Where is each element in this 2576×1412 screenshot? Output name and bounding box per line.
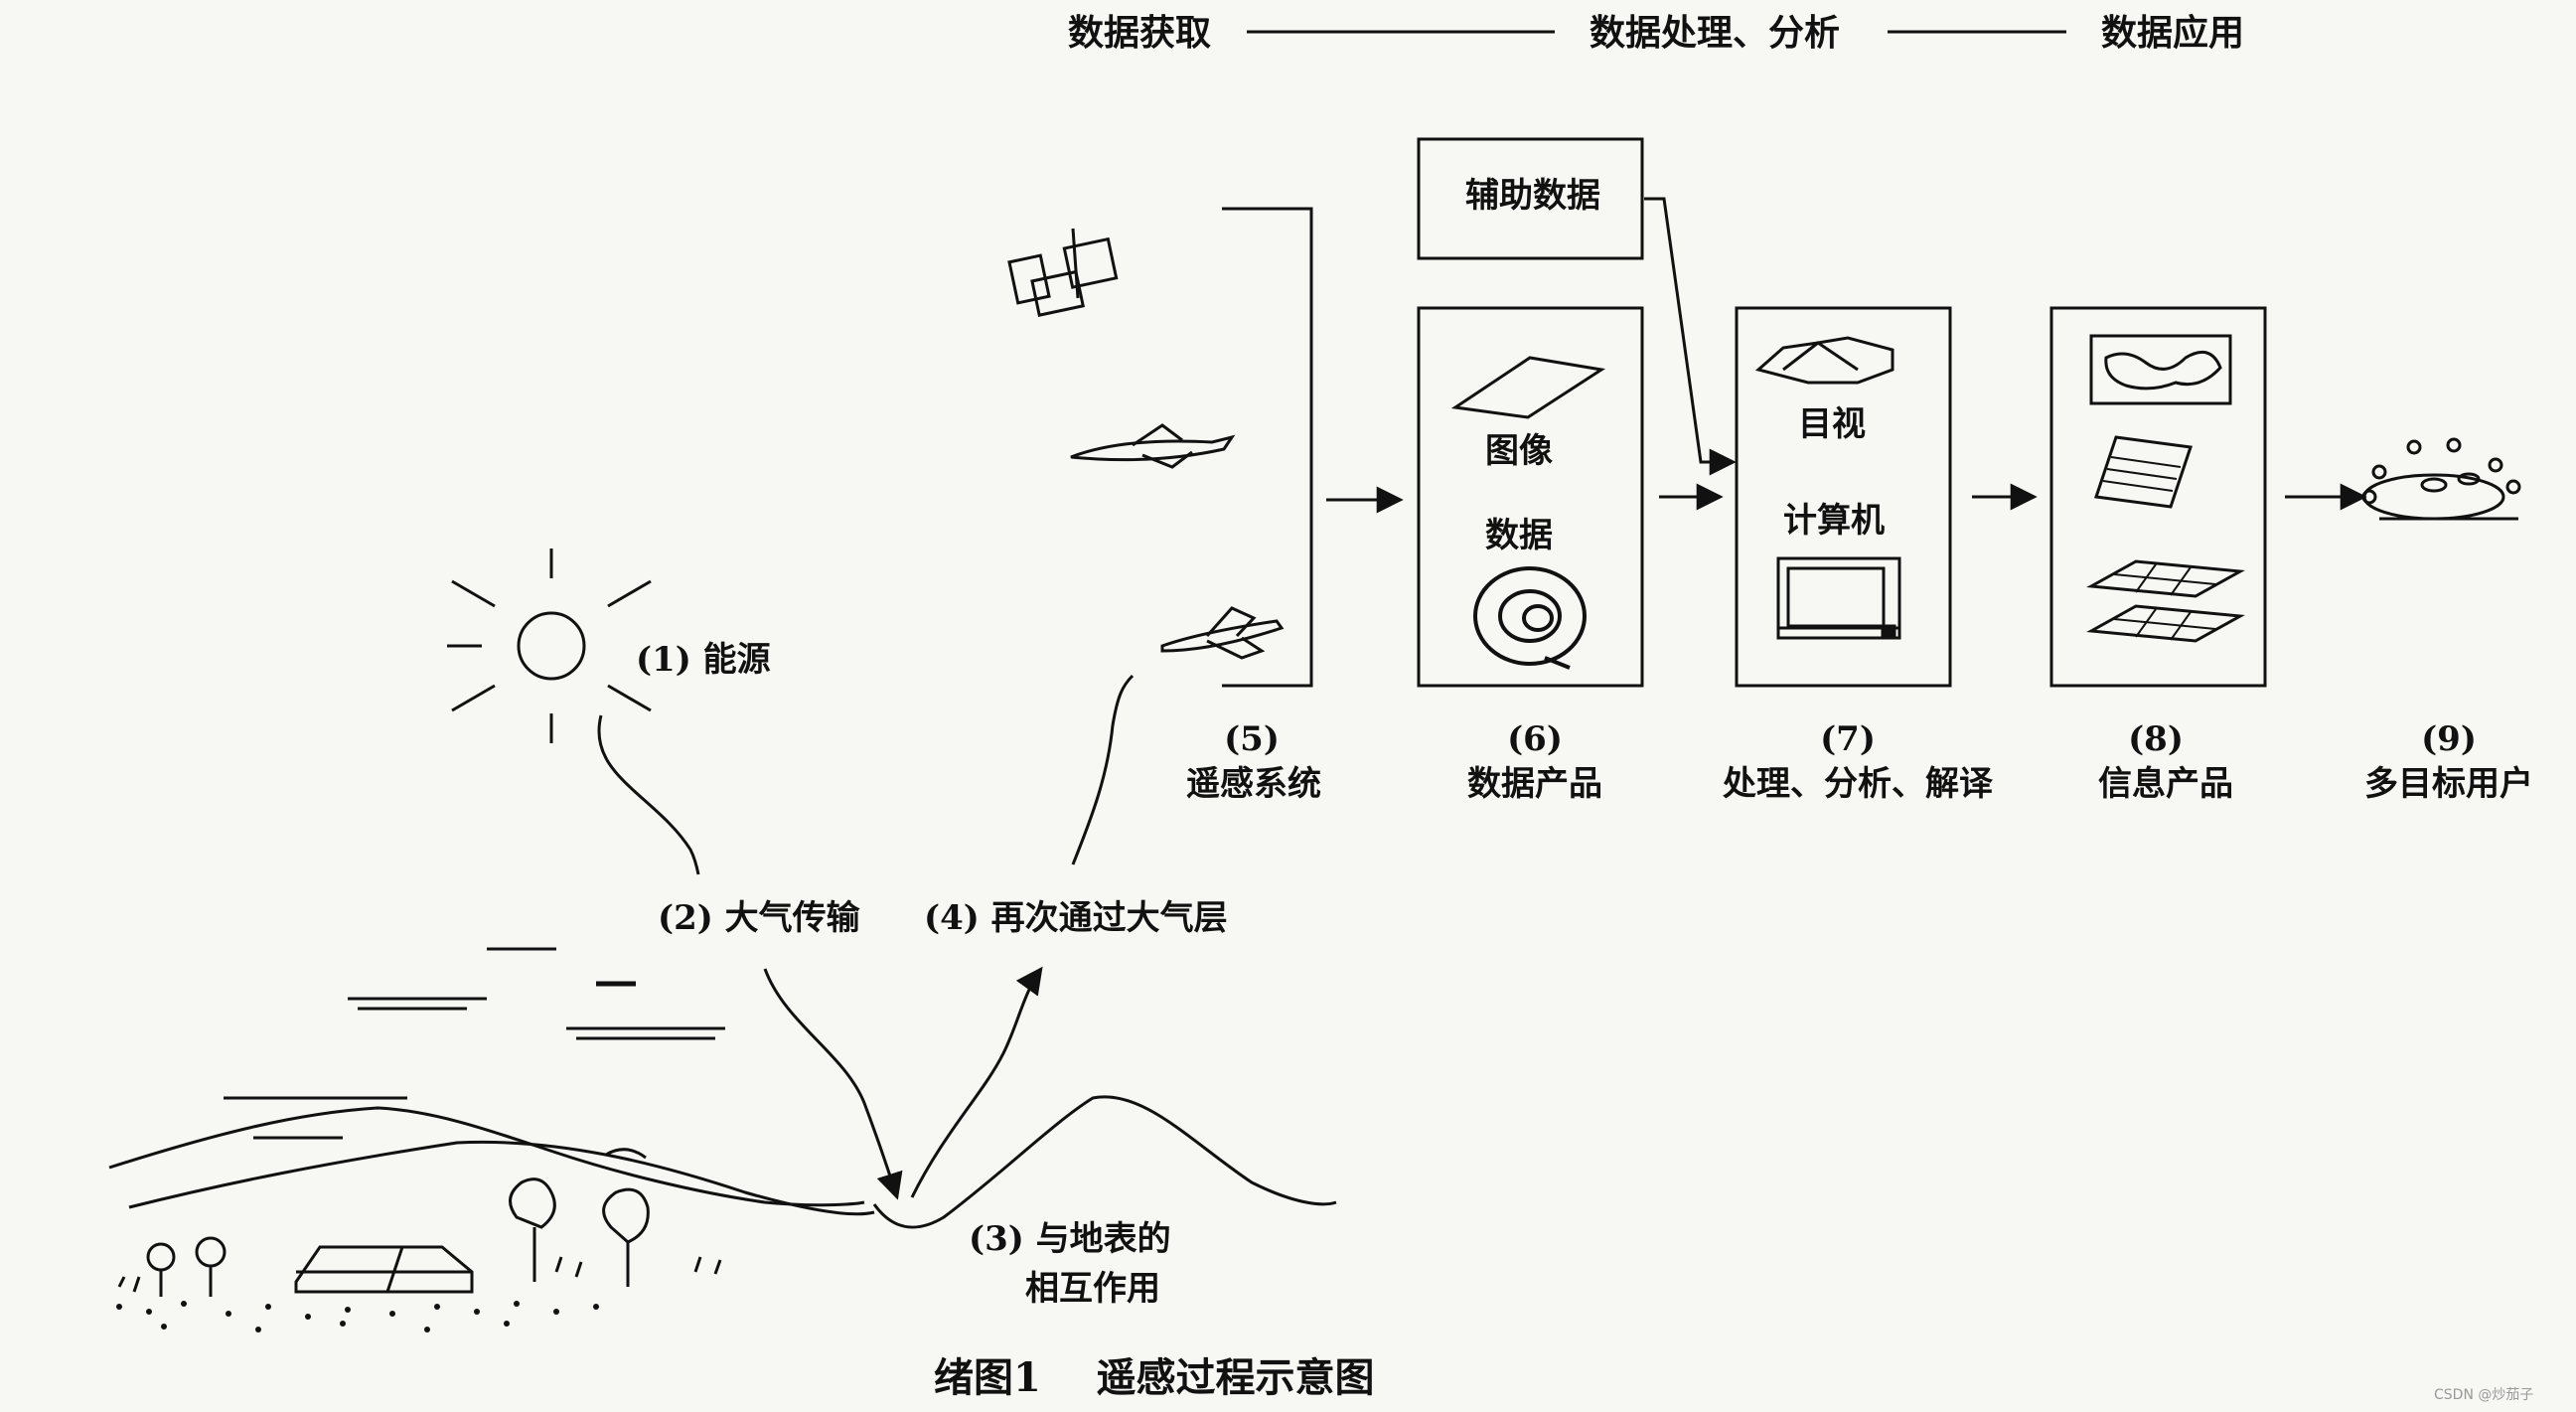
- step-labels: (1) 能源 (2) 大气传输 (4) 再次通过大气层 (3) 与地表的 相互作…: [636, 640, 1228, 1309]
- surface-interaction-label-line2: 相互作用: [1025, 1269, 1160, 1309]
- stage-num-8: (8): [2128, 719, 2184, 759]
- stage-label-7: 处理、分析、解译: [1722, 764, 1994, 804]
- stage-num-5: (5): [1224, 719, 1280, 759]
- ancillary-data-label: 辅助数据: [1465, 176, 1600, 216]
- image-label: 图像: [1485, 431, 1553, 471]
- sensor-bracket: [1222, 207, 1313, 688]
- energy-source-label: (1) 能源: [636, 640, 771, 680]
- phase-acquisition: 数据获取: [1068, 12, 1211, 54]
- sun-icon: [447, 549, 652, 743]
- phase-header: 数据获取 数据处理、分析 数据应用: [1068, 12, 2244, 54]
- multiple-users-icon: [2361, 437, 2521, 521]
- earth-surface-scene: [108, 1095, 1337, 1297]
- visual-interpretation-label: 目视: [1798, 404, 1866, 444]
- flow-arrows: [1326, 197, 2367, 514]
- stage-label-8: 信息产品: [2098, 764, 2233, 804]
- energy-paths: [597, 674, 1135, 1200]
- stage-label-9: 多目标用户: [2364, 764, 2533, 804]
- propeller-aircraft-icon: [1160, 606, 1285, 660]
- stage-num-9: (9): [2421, 719, 2477, 759]
- watermark: CSDN @炒茄子: [2434, 1386, 2533, 1403]
- surface-interaction-label: (3) 与地表的: [969, 1219, 1171, 1259]
- interpretation-box: 目视 计算机: [1735, 306, 1952, 688]
- tape-reel-icon: [1473, 566, 1587, 670]
- second-atmosphere-pass-label: (4) 再次通过大气层: [924, 898, 1228, 938]
- satellite-icon: [1007, 228, 1119, 317]
- atmospheric-transmission-label: (2) 大气传输: [658, 898, 861, 938]
- ancillary-data-box: 辅助数据: [1417, 137, 1644, 260]
- stage-num-7: (7): [1820, 719, 1876, 759]
- phase-application: 数据应用: [2101, 12, 2244, 54]
- statistics-table-icon: [2094, 435, 2193, 509]
- stage-labels: (5) 遥感系统 (6) 数据产品 (7) 处理、分析、解译 (8) 信息产品 …: [1186, 719, 2533, 804]
- stage-num-6: (6): [1507, 719, 1563, 759]
- image-sheet-icon: [1450, 356, 1606, 419]
- information-product-box: [2049, 306, 2267, 688]
- thematic-map-icon: [2089, 334, 2232, 405]
- stage-label-6: 数据产品: [1467, 764, 1602, 804]
- data-product-box: 图像 数据: [1417, 306, 1644, 688]
- data-label: 数据: [1485, 516, 1553, 555]
- stage-label-5: 遥感系统: [1186, 764, 1321, 804]
- ground-stipple: [116, 1301, 599, 1333]
- figure-caption: 绪图1 遥感过程示意图: [934, 1354, 1375, 1401]
- clouds: [224, 947, 725, 1140]
- gis-layers-icon: [2086, 559, 2245, 643]
- computer-label: 计算机: [1783, 501, 1885, 541]
- phase-processing: 数据处理、分析: [1590, 12, 1840, 54]
- computer-monitor-icon: [1776, 556, 1901, 640]
- terrain-model-icon: [1754, 336, 1894, 385]
- jet-aircraft-icon: [1070, 423, 1236, 469]
